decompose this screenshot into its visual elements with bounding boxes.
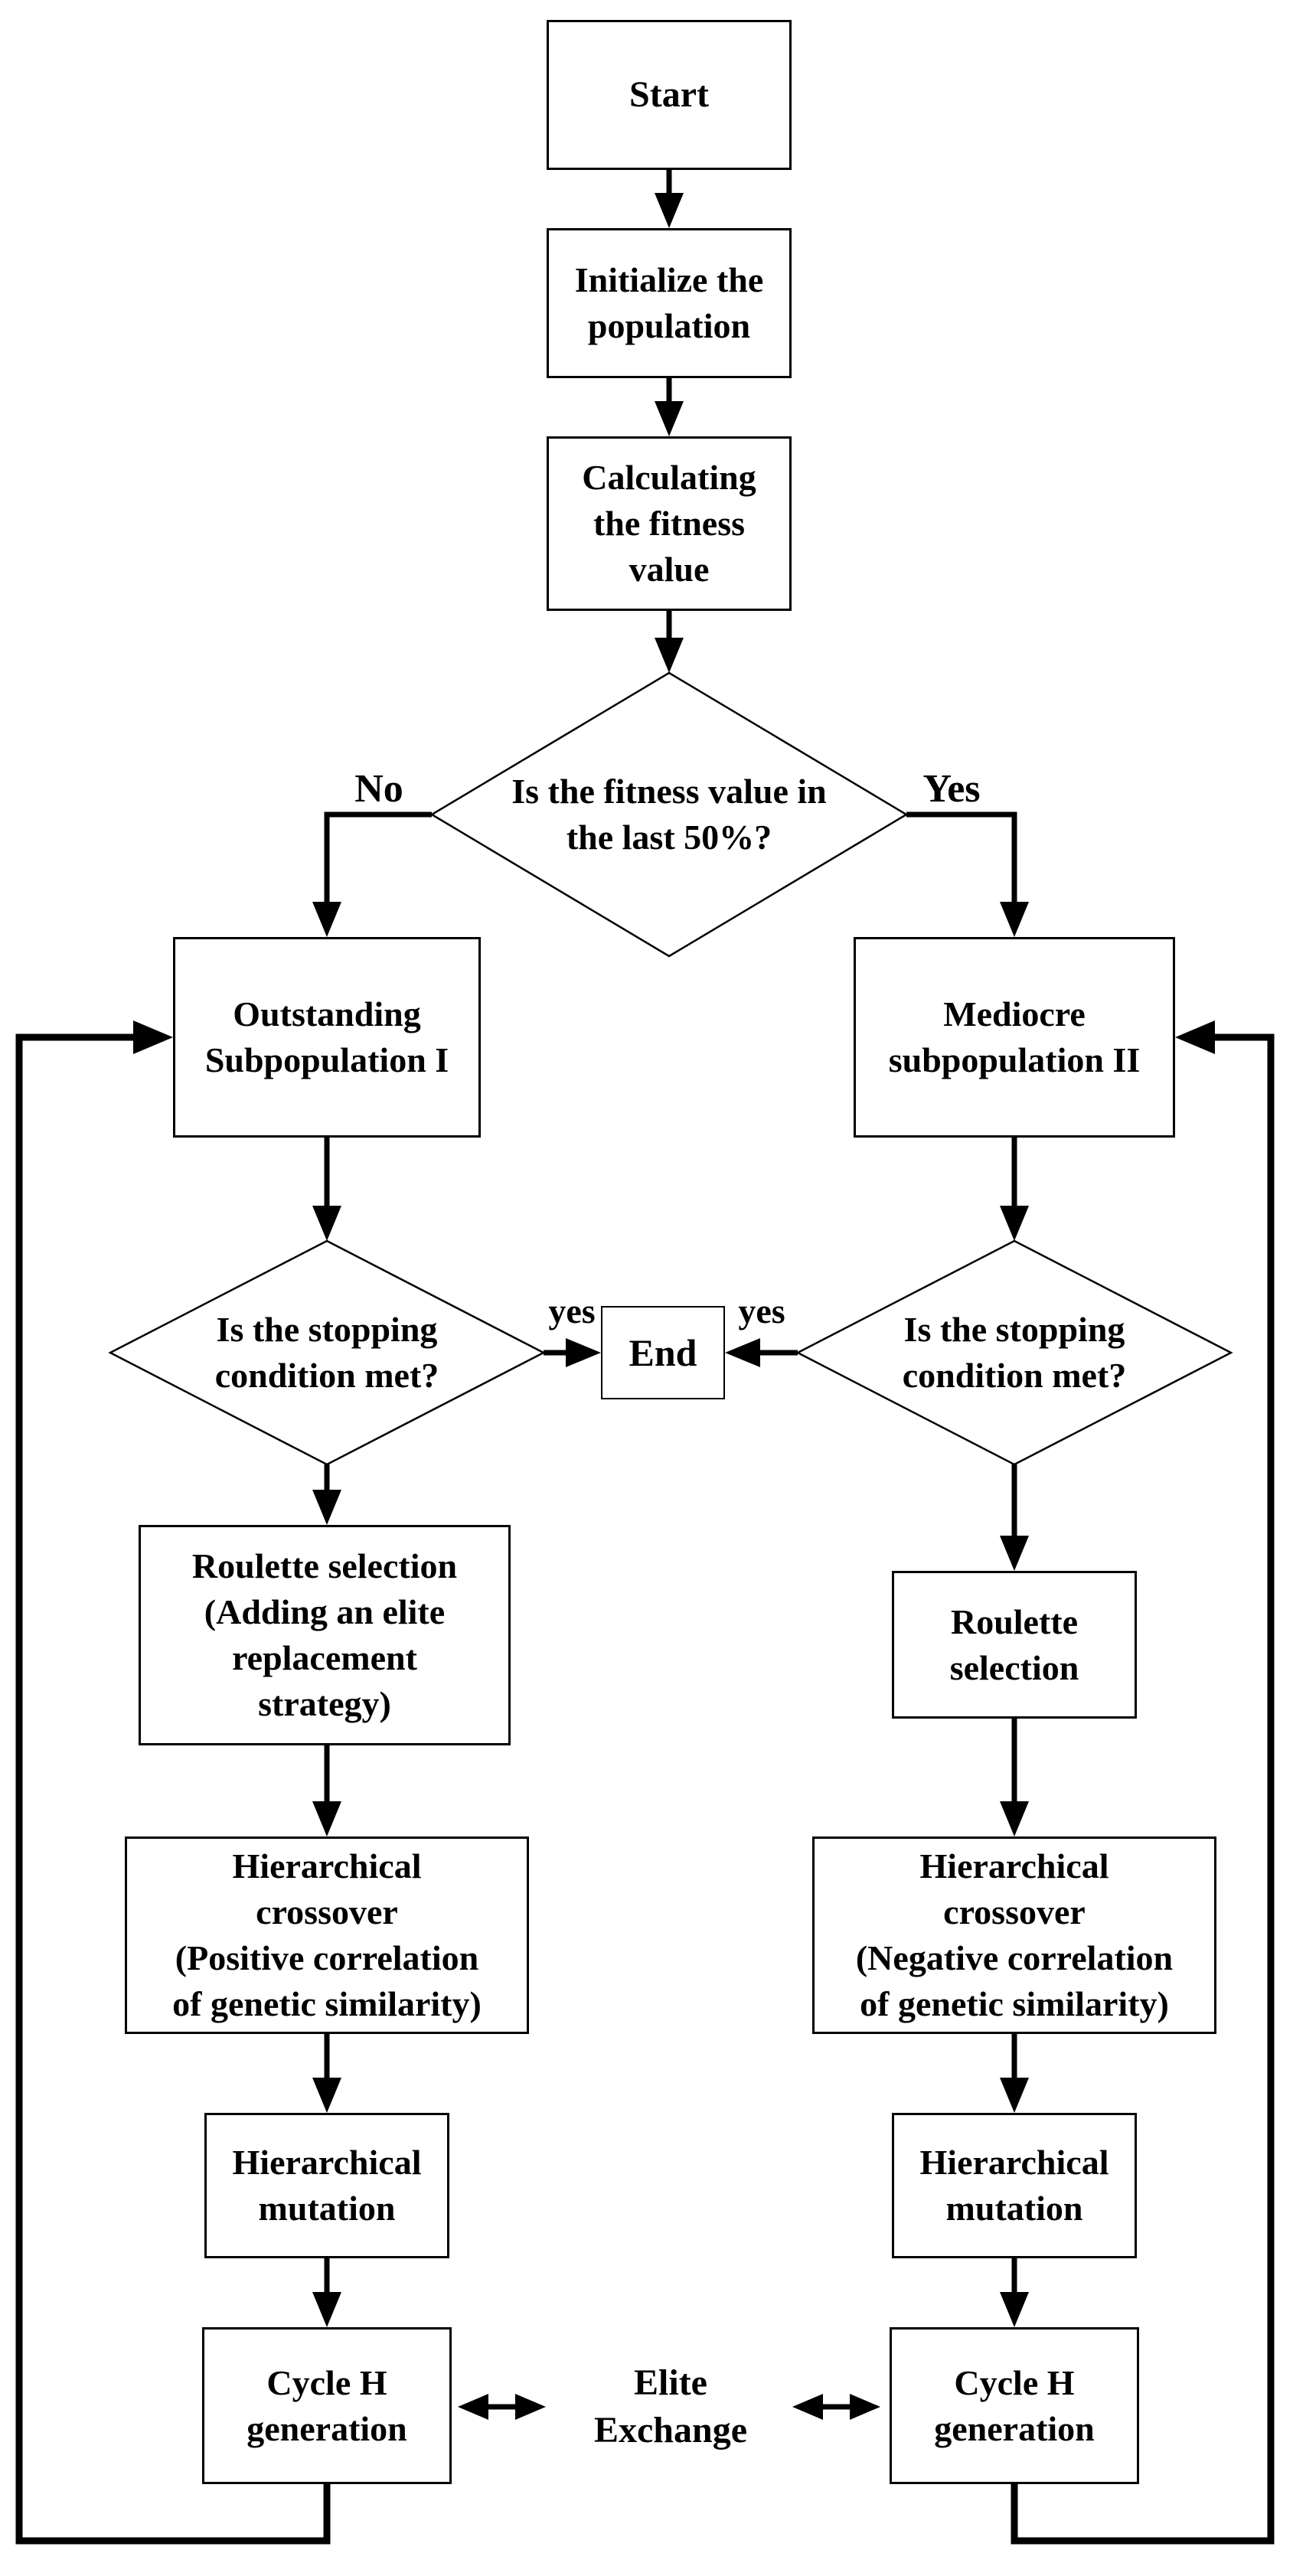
node-start: Start xyxy=(547,20,792,170)
node-calculate-fitness: Calculating the fitness value xyxy=(547,436,792,611)
arrowhead-end-left xyxy=(566,1338,601,1367)
arrowhead-mutation-right xyxy=(1000,2078,1029,2113)
arrowhead-roulette-left xyxy=(312,1490,341,1525)
arrowhead-mediocre xyxy=(1000,902,1029,937)
arrow-no-branch xyxy=(324,811,432,905)
arrowhead-initialize xyxy=(655,193,684,228)
arrowhead-loop-into-mediocre xyxy=(1175,1020,1215,1054)
arrowhead-calc xyxy=(655,401,684,436)
arrow-yes-branch xyxy=(906,811,1017,905)
fitness-decision-diamond xyxy=(429,671,909,958)
arrowhead-cycle-left xyxy=(312,2292,341,2327)
node-outstanding-subpopulation-1: Outstanding Subpopulation I xyxy=(173,937,481,1138)
arrowhead-outstanding xyxy=(312,902,341,937)
elite-left-arrowhead-right xyxy=(515,2394,546,2420)
node-hierarchical-mutation-right: Hierarchical mutation xyxy=(892,2113,1137,2258)
edge-label-yes-right: yes xyxy=(738,1291,785,1331)
arrowhead-roulette-right xyxy=(1000,1536,1029,1571)
node-mediocre-subpopulation-2: Mediocre subpopulation II xyxy=(854,937,1175,1138)
arrowhead-crossover-left xyxy=(312,1801,341,1837)
arrowhead-crossover-right xyxy=(1000,1801,1029,1837)
edge-label-yes-left: yes xyxy=(548,1291,596,1331)
loop-right-cycle-to-mediocre xyxy=(1011,1033,1275,2545)
node-cycle-h-generation-right: Cycle H generation xyxy=(890,2327,1139,2484)
decision-stop-right-text: Is the stopping condition met? xyxy=(902,1310,1127,1395)
arrowhead-loop-into-outstanding xyxy=(133,1020,173,1054)
arrowhead-mutation-left xyxy=(312,2078,341,2113)
node-roulette-selection-left: Roulette selection (Adding an elite repl… xyxy=(139,1525,511,1745)
elite-right-arrowhead-right xyxy=(850,2394,880,2420)
node-end: End xyxy=(601,1306,725,1399)
arrowhead-cycle-right xyxy=(1000,2292,1029,2327)
decision-fitness-text: Is the fitness value in the last 50%? xyxy=(511,772,827,857)
decision-stop-left-text: Is the stopping condition met? xyxy=(214,1310,439,1395)
elite-right-arrowhead-left xyxy=(792,2394,823,2420)
arrowhead-end-right xyxy=(725,1338,760,1367)
loop-left-cycle-to-outstanding xyxy=(15,1033,331,2545)
elite-left-arrowhead-left xyxy=(458,2394,488,2420)
arrowhead-stop-left xyxy=(312,1206,341,1241)
node-hierarchical-mutation-left: Hierarchical mutation xyxy=(204,2113,449,2258)
elite-exchange-label: Elite Exchange xyxy=(593,2362,747,2450)
node-hierarchical-crossover-left: Hierarchical crossover (Positive correla… xyxy=(125,1837,529,2034)
node-hierarchical-crossover-right: Hierarchical crossover (Negative correla… xyxy=(812,1837,1216,2034)
arrowhead-decision xyxy=(655,638,684,673)
node-roulette-selection-right: Roulette selection xyxy=(892,1571,1137,1719)
arrowhead-stop-right xyxy=(1000,1206,1029,1241)
edge-label-yes: Yes xyxy=(922,767,981,811)
node-cycle-h-generation-left: Cycle H generation xyxy=(202,2327,452,2484)
node-initialize-population: Initialize the population xyxy=(547,228,792,378)
edge-label-no: No xyxy=(354,767,403,811)
